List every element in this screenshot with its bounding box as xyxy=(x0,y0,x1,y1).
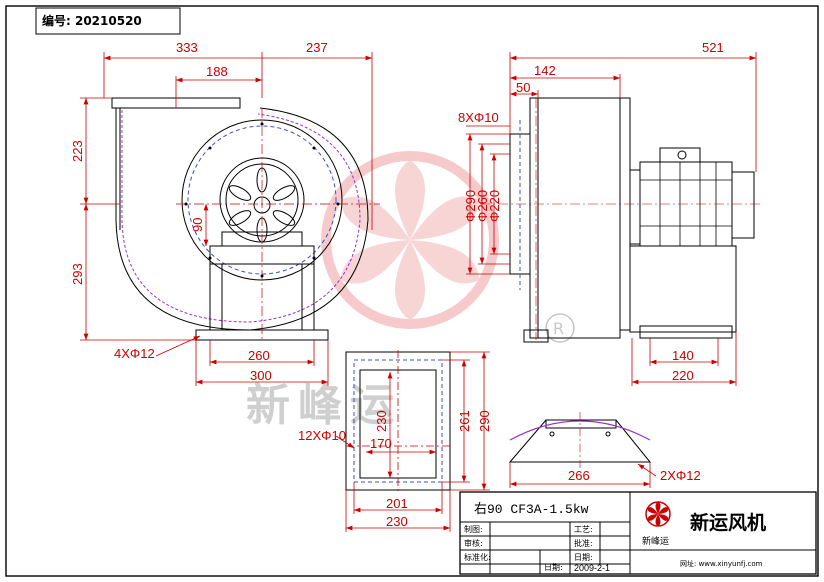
dim-4x-phi12: 4XΦ12 xyxy=(114,346,155,361)
dim-12x-phi10: 12XΦ10 xyxy=(298,428,346,443)
dim-260: 260 xyxy=(248,348,270,363)
dim-90: 90 xyxy=(190,218,205,232)
dim-50: 50 xyxy=(516,80,530,95)
label-approve: 批准: xyxy=(574,538,593,548)
dim-293: 293 xyxy=(70,263,85,285)
side-dimensions xyxy=(466,52,757,386)
label-standard: 日期: xyxy=(574,553,593,562)
dim-8x-phi10: 8XΦ10 xyxy=(458,110,499,125)
base-dimensions xyxy=(509,462,657,488)
dim-223: 223 xyxy=(70,140,85,162)
front-view xyxy=(111,97,380,341)
dim-phi290: Φ290 xyxy=(463,190,478,222)
base-detail-view xyxy=(508,412,652,470)
side-view xyxy=(480,97,760,343)
model-title: 右90 CF3A-1.5kw xyxy=(474,502,589,517)
date-value: 2009-2-1 xyxy=(574,563,610,573)
dim-201: 201 xyxy=(386,496,408,511)
dim-290: 290 xyxy=(477,410,492,432)
drawing-number-box xyxy=(35,7,181,35)
dim-2x-phi12: 2XΦ12 xyxy=(660,468,701,483)
dim-230-vertical: 230 xyxy=(374,410,389,432)
title-block xyxy=(459,491,817,575)
registered-mark: R xyxy=(553,319,564,338)
dim-266: 266 xyxy=(568,468,590,483)
website: 网址: www.xinyunfj.com xyxy=(680,559,763,568)
flange-dimensions xyxy=(335,350,490,532)
label-drawn: 制图: xyxy=(464,524,483,534)
label-review: 审核: xyxy=(464,538,483,548)
sheet-border xyxy=(5,5,819,577)
front-dimensions xyxy=(80,52,373,386)
dim-300: 300 xyxy=(250,368,272,383)
dim-220: 220 xyxy=(672,368,694,383)
dim-188: 188 xyxy=(206,64,228,79)
dim-phi260: Φ260 xyxy=(475,190,490,222)
dim-170: 170 xyxy=(370,436,392,451)
logo-caption: 新峰运 xyxy=(642,535,669,547)
dim-333: 333 xyxy=(176,40,198,55)
dim-142: 142 xyxy=(534,63,556,78)
company-logo-icon xyxy=(645,501,671,527)
dim-237: 237 xyxy=(306,40,328,55)
watermark-text: 新峰运 xyxy=(246,380,402,431)
drawing-number: 编号: 20210520 xyxy=(41,13,142,28)
label-check: 标准化: xyxy=(464,552,491,562)
label-date: 日期: xyxy=(544,563,563,572)
label-process: 工艺: xyxy=(574,525,593,534)
dim-261: 261 xyxy=(457,410,472,432)
dim-521: 521 xyxy=(702,40,724,55)
dim-phi220: Φ220 xyxy=(487,190,502,222)
company-name: 新运风机 xyxy=(690,511,766,534)
dim-140: 140 xyxy=(672,348,694,363)
dim-230: 230 xyxy=(386,514,408,529)
